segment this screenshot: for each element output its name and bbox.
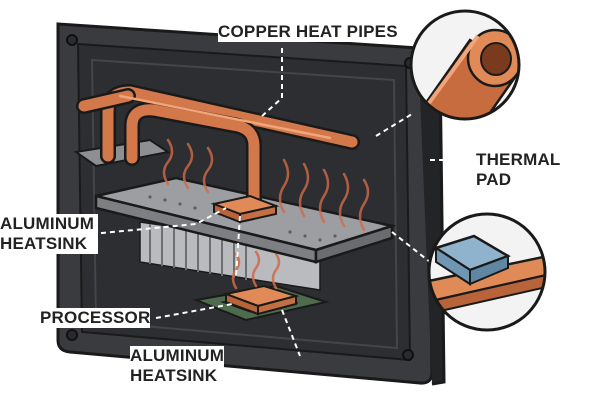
detail-circle-thermal-pad (427, 212, 547, 332)
label-aluminum-heatsink-upper-line2: HEATSINK (0, 234, 88, 253)
label-thermal-pad-line2: PAD (476, 170, 512, 189)
label-thermal-pad: THERMAL PAD (476, 150, 561, 190)
label-aluminum-heatsink-upper: ALUMINUM HEATSINK (0, 214, 99, 254)
label-processor-text: PROCESSOR (40, 308, 151, 327)
label-thermal-pad-line1: THERMAL (476, 150, 561, 169)
leader-lines (91, 48, 476, 357)
label-copper-heat-pipes: COPPER HEAT PIPES (218, 22, 398, 42)
heat-waves-upper (162, 138, 370, 232)
copper-contact-block (210, 194, 280, 224)
label-aluminum-heatsink-lower-line2: HEATSINK (130, 366, 218, 385)
label-copper-heat-pipes-text: COPPER HEAT PIPES (218, 22, 398, 41)
label-aluminum-heatsink-upper-line1: ALUMINUM (0, 214, 95, 233)
label-aluminum-heatsink-lower: ALUMINUM HEATSINK (130, 346, 225, 386)
label-processor: PROCESSOR (40, 308, 151, 328)
processor-copper-block (222, 284, 300, 316)
label-aluminum-heatsink-lower-line1: ALUMINUM (130, 346, 225, 365)
copper-heat-pipes (76, 83, 360, 206)
detail-circle-copper-pipe (409, 9, 521, 121)
